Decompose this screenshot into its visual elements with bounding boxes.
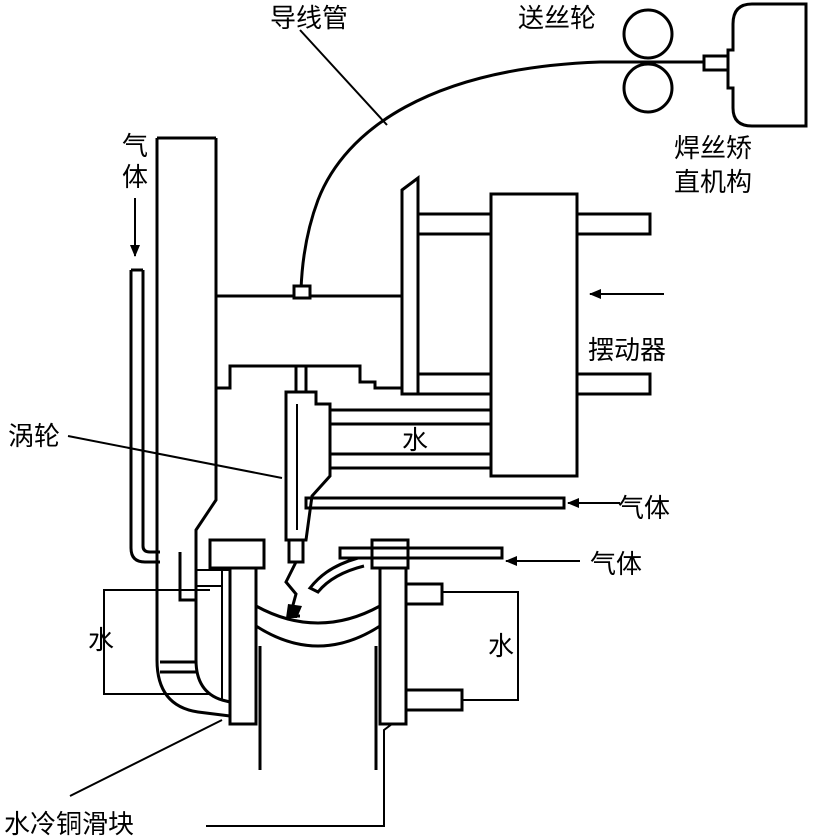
copper-shoe-right-top <box>370 538 410 570</box>
water-column <box>155 138 231 718</box>
straightener-housing <box>726 2 808 128</box>
straightener-shaft <box>702 54 730 72</box>
feed-roller-label: 送丝轮 <box>518 4 597 34</box>
feed-roller-lower <box>622 62 674 114</box>
water-label-right: 水 <box>488 632 515 662</box>
turbine-label: 涡轮 <box>8 422 61 452</box>
weld-pool-arc <box>255 604 381 625</box>
copper-shoe-left <box>228 566 258 726</box>
torch-head-body <box>214 138 404 390</box>
conduit-label: 导线管 <box>270 4 349 34</box>
straightener-label-line2: 直机构 <box>674 168 753 198</box>
water-fitting-lower <box>404 688 464 712</box>
gas-tube <box>129 268 160 564</box>
oscillator-block <box>489 192 579 478</box>
copper-shoe-left-top <box>208 538 266 570</box>
copper-shoe-right <box>378 566 408 726</box>
turbine-body <box>284 390 332 542</box>
copper-shoe-leader <box>69 719 223 797</box>
oscillator-label: 摆动器 <box>588 336 667 366</box>
conduit-connector <box>292 284 312 300</box>
gas-tube-feed <box>178 552 196 602</box>
water-fitting-upper <box>404 582 444 606</box>
gas-label-upper: 气体 <box>618 494 671 524</box>
gas-nozzle-right <box>307 556 365 594</box>
copper-shoe-leader <box>206 723 393 827</box>
gas-label-vertical: 气体 <box>121 132 148 193</box>
gas-pipe-lower <box>338 546 504 560</box>
turbine-leader <box>67 435 283 479</box>
conduit-leader <box>299 29 388 126</box>
copper-shoe-label: 水冷铜滑块 <box>4 810 135 840</box>
contact-tip <box>287 538 305 564</box>
straightener-label-line1: 焊丝矫 <box>674 134 753 164</box>
mount-plate <box>400 175 420 396</box>
weld-pool-arc <box>255 624 381 648</box>
water-right-bracket <box>442 591 519 701</box>
gas-pipe-upper <box>304 496 566 510</box>
water-left-bracket <box>103 589 210 695</box>
electrode-tip <box>286 604 302 618</box>
feed-roller-upper <box>622 8 674 60</box>
gas-label-lower: 气体 <box>590 550 643 580</box>
wire-conduit <box>299 60 704 291</box>
water-label-inner: 水 <box>402 426 429 456</box>
water-label-left: 水 <box>88 626 115 656</box>
water-return <box>160 660 196 674</box>
water-column <box>194 388 231 704</box>
